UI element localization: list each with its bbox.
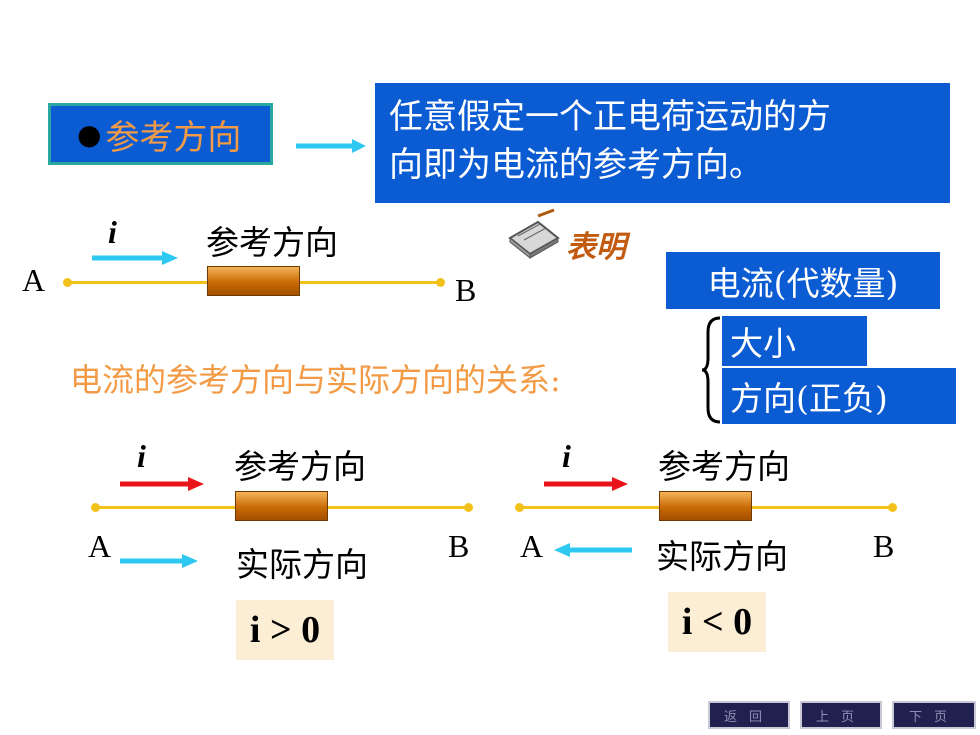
left-node-a: A xyxy=(88,528,112,564)
left-actual-arrow xyxy=(120,554,198,568)
curly-brace-icon xyxy=(701,316,721,424)
top-node-b: B xyxy=(455,272,477,308)
magnitude-box: 大小 xyxy=(722,316,867,366)
left-reference-arrow xyxy=(120,477,204,491)
left-current-symbol: i xyxy=(137,438,146,474)
relation-heading: 电流的参考方向与实际方向的关系: xyxy=(70,361,561,399)
right-resistor xyxy=(659,491,752,521)
title-label: 参考方向 xyxy=(105,117,242,158)
top-current-symbol: i xyxy=(108,214,117,250)
right-node-b-dot xyxy=(888,503,897,512)
left-resistor xyxy=(235,491,328,521)
left-node-b: B xyxy=(448,528,470,564)
back-button[interactable]: 返回 xyxy=(708,701,790,729)
top-node-b-dot xyxy=(436,278,445,287)
left-node-a-dot xyxy=(91,503,100,512)
left-reference-label: 参考方向 xyxy=(234,447,366,486)
left-actual-label: 实际方向 xyxy=(236,545,368,584)
left-node-b-dot xyxy=(464,503,473,512)
right-node-a-dot xyxy=(515,503,524,512)
top-reference-arrow xyxy=(92,251,178,265)
current-algebraic-box: 电流(代数量) xyxy=(666,252,940,309)
left-inequality: i > 0 xyxy=(236,600,334,660)
top-resistor xyxy=(207,266,300,296)
right-actual-arrow xyxy=(554,543,632,557)
definition-line-1: 任意假定一个正电荷运动的方 xyxy=(389,97,831,137)
direction-box: 方向(正负) xyxy=(722,368,956,424)
bullet: ● xyxy=(77,117,102,151)
note-book-icon xyxy=(508,208,560,260)
next-page-button[interactable]: 下页 xyxy=(892,701,976,729)
note-label: 表明 xyxy=(566,230,626,265)
right-reference-arrow xyxy=(544,477,628,491)
right-reference-label: 参考方向 xyxy=(658,447,790,486)
right-actual-label: 实际方向 xyxy=(656,537,788,576)
right-node-b: B xyxy=(873,528,895,564)
definition-box: 任意假定一个正电荷运动的方 向即为电流的参考方向。 xyxy=(375,83,950,203)
definition-line-2: 向即为电流的参考方向。 xyxy=(389,145,763,185)
right-current-symbol: i xyxy=(562,438,571,474)
top-reference-label: 参考方向 xyxy=(206,223,338,262)
right-node-a: A xyxy=(520,528,544,564)
prev-page-button[interactable]: 上页 xyxy=(800,701,882,729)
title-box: ● 参考方向 xyxy=(48,103,273,165)
top-node-a-dot xyxy=(63,278,72,287)
top-node-a: A xyxy=(22,262,46,298)
right-inequality: i < 0 xyxy=(668,592,766,652)
title-arrow xyxy=(296,139,366,153)
